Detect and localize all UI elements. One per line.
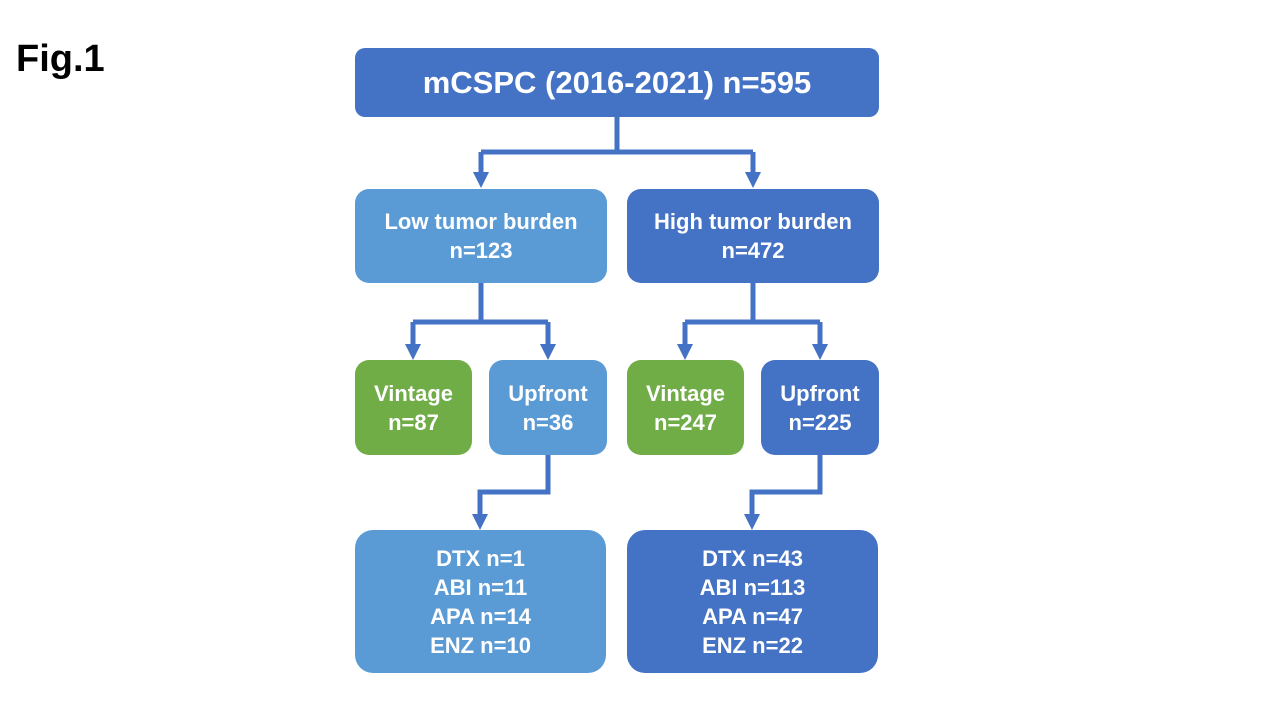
high-treatment-enz: ENZ n=22: [702, 632, 803, 658]
low-vintage-n: n=87: [388, 409, 439, 435]
arrow-head: [540, 344, 556, 360]
high-treatment-abi: ABI n=113: [699, 574, 806, 600]
figure-label: Fig.1: [16, 38, 105, 80]
root-label: mCSPC (2016-2021) n=595: [422, 64, 812, 100]
high-vintage-box: Vintage n=247: [627, 360, 744, 455]
low-burden-title: Low tumor burden: [384, 209, 578, 234]
arrow-head: [405, 344, 421, 360]
low-vintage-box: Vintage n=87: [355, 360, 472, 455]
high-burden-title: High tumor burden: [654, 209, 852, 234]
low-upfront-box: Upfront n=36: [489, 360, 607, 455]
low-treatment-enz: ENZ n=10: [430, 632, 531, 658]
high-upfront-label: Upfront: [780, 380, 860, 406]
arrow-head: [745, 172, 761, 188]
high-treatment-dtx: DTX n=43: [702, 545, 803, 571]
connector-low-upfront-treat: [477, 454, 551, 516]
low-vintage-label: Vintage: [373, 380, 454, 406]
connector-high-upfront-treat: [749, 454, 823, 516]
arrow-head: [744, 514, 760, 530]
high-burden-n: n=472: [721, 238, 785, 263]
low-treatment-dtx: DTX n=1: [436, 545, 525, 571]
high-treatment-apa: APA n=47: [702, 603, 803, 629]
connector-high-split: [685, 283, 820, 325]
high-vintage-n: n=247: [654, 409, 717, 435]
connector-low-split: [413, 283, 548, 325]
low-burden-n: n=123: [449, 238, 513, 263]
low-burden-box: Low tumor burden n=123: [355, 189, 607, 283]
arrow-head: [812, 344, 828, 360]
arrow-head: [473, 172, 489, 188]
connector-root-split: [481, 117, 753, 155]
low-treatment-apa: APA n=14: [430, 603, 531, 629]
arrow-head: [677, 344, 693, 360]
low-treatments-box: DTX n=1 ABI n=11 APA n=14 ENZ n=10: [355, 530, 606, 673]
low-upfront-label: Upfront: [508, 380, 588, 406]
low-treatment-abi: ABI n=11: [433, 574, 528, 600]
arrow-head: [472, 514, 488, 530]
high-upfront-box: Upfront n=225: [761, 360, 879, 455]
high-vintage-label: Vintage: [645, 380, 726, 406]
high-treatments-box: DTX n=43 ABI n=113 APA n=47 ENZ n=22: [627, 530, 878, 673]
low-upfront-n: n=36: [522, 409, 574, 435]
high-burden-box: High tumor burden n=472: [627, 189, 879, 283]
root-box: mCSPC (2016-2021) n=595: [355, 48, 879, 117]
high-upfront-n: n=225: [788, 409, 852, 435]
